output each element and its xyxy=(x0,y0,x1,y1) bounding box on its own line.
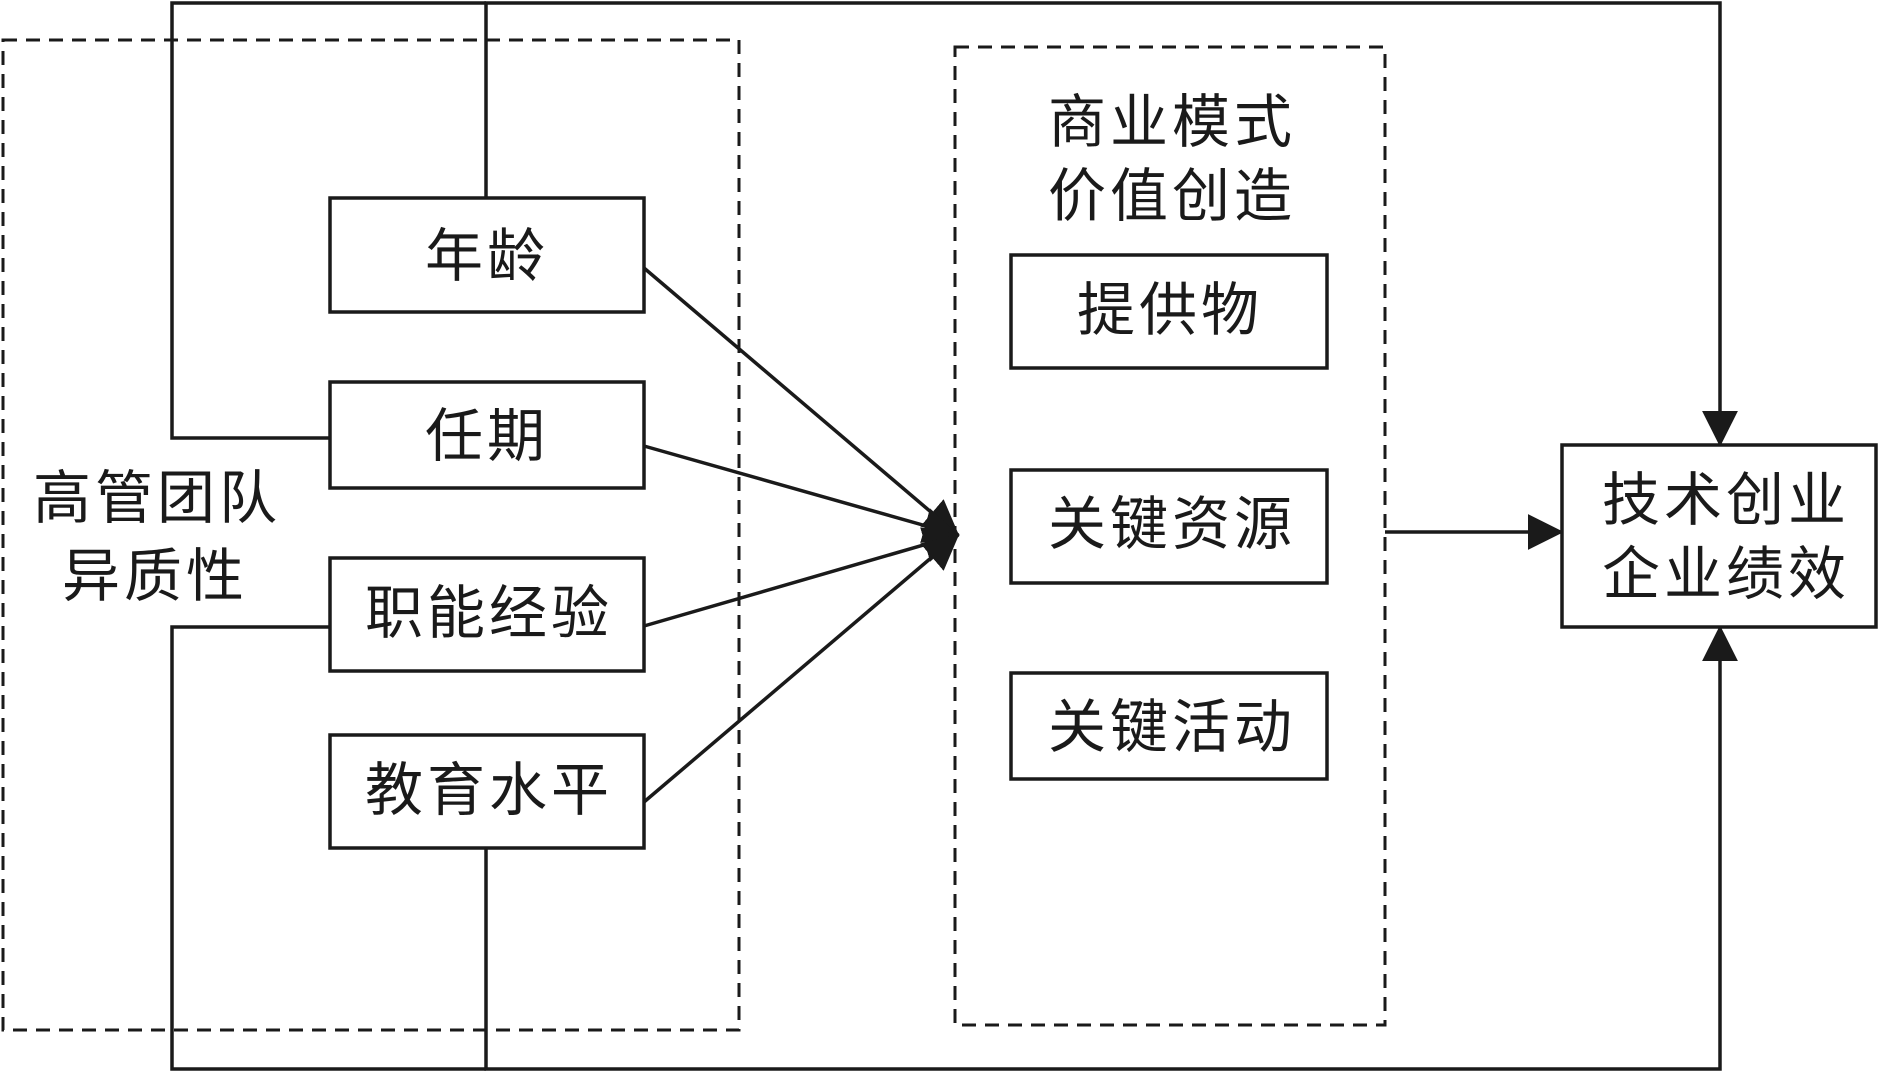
box-offering-label: 提供物 xyxy=(1077,276,1263,344)
arrow-education-to-value xyxy=(642,533,960,804)
box-education-label: 教育水平 xyxy=(365,756,613,824)
connector-tenure-to-outcome xyxy=(170,1,486,440)
arrow-function-to-value xyxy=(643,527,960,628)
group-left-label-line2: 异质性 xyxy=(62,542,248,610)
box-outcome-label-line2: 企业绩效 xyxy=(1602,540,1850,608)
box-key-resources: 关键资源 xyxy=(1009,468,1329,585)
group-middle-label-line1: 商业模式 xyxy=(1048,88,1296,156)
box-key-activities: 关键活动 xyxy=(1009,671,1329,781)
group-left-container xyxy=(1,38,741,1032)
connector-education-to-outcome xyxy=(484,625,1738,1071)
box-tenure: 任期 xyxy=(328,380,646,490)
connector-age-to-outcome xyxy=(484,1,1738,447)
box-key-activities-label: 关键活动 xyxy=(1048,693,1296,761)
box-education: 教育水平 xyxy=(328,733,646,850)
box-age-label: 年龄 xyxy=(425,222,549,290)
box-offering: 提供物 xyxy=(1009,253,1329,370)
box-outcome: 技术创业 企业绩效 xyxy=(1560,443,1878,629)
group-left-label-line1: 高管团队 xyxy=(33,464,281,532)
connector-function-to-outcome xyxy=(170,625,486,1071)
box-functional-experience: 职能经验 xyxy=(328,556,646,673)
box-outcome-label-line1: 技术创业 xyxy=(1602,466,1850,534)
box-key-resources-label: 关键资源 xyxy=(1048,490,1296,558)
box-tenure-label: 任期 xyxy=(425,402,549,470)
box-age: 年龄 xyxy=(328,196,646,314)
arrow-tenure-to-value xyxy=(643,444,960,543)
box-functional-experience-label: 职能经验 xyxy=(365,579,613,647)
arrow-age-to-value xyxy=(642,266,960,537)
group-middle-label-line2: 价值创造 xyxy=(1048,162,1296,230)
